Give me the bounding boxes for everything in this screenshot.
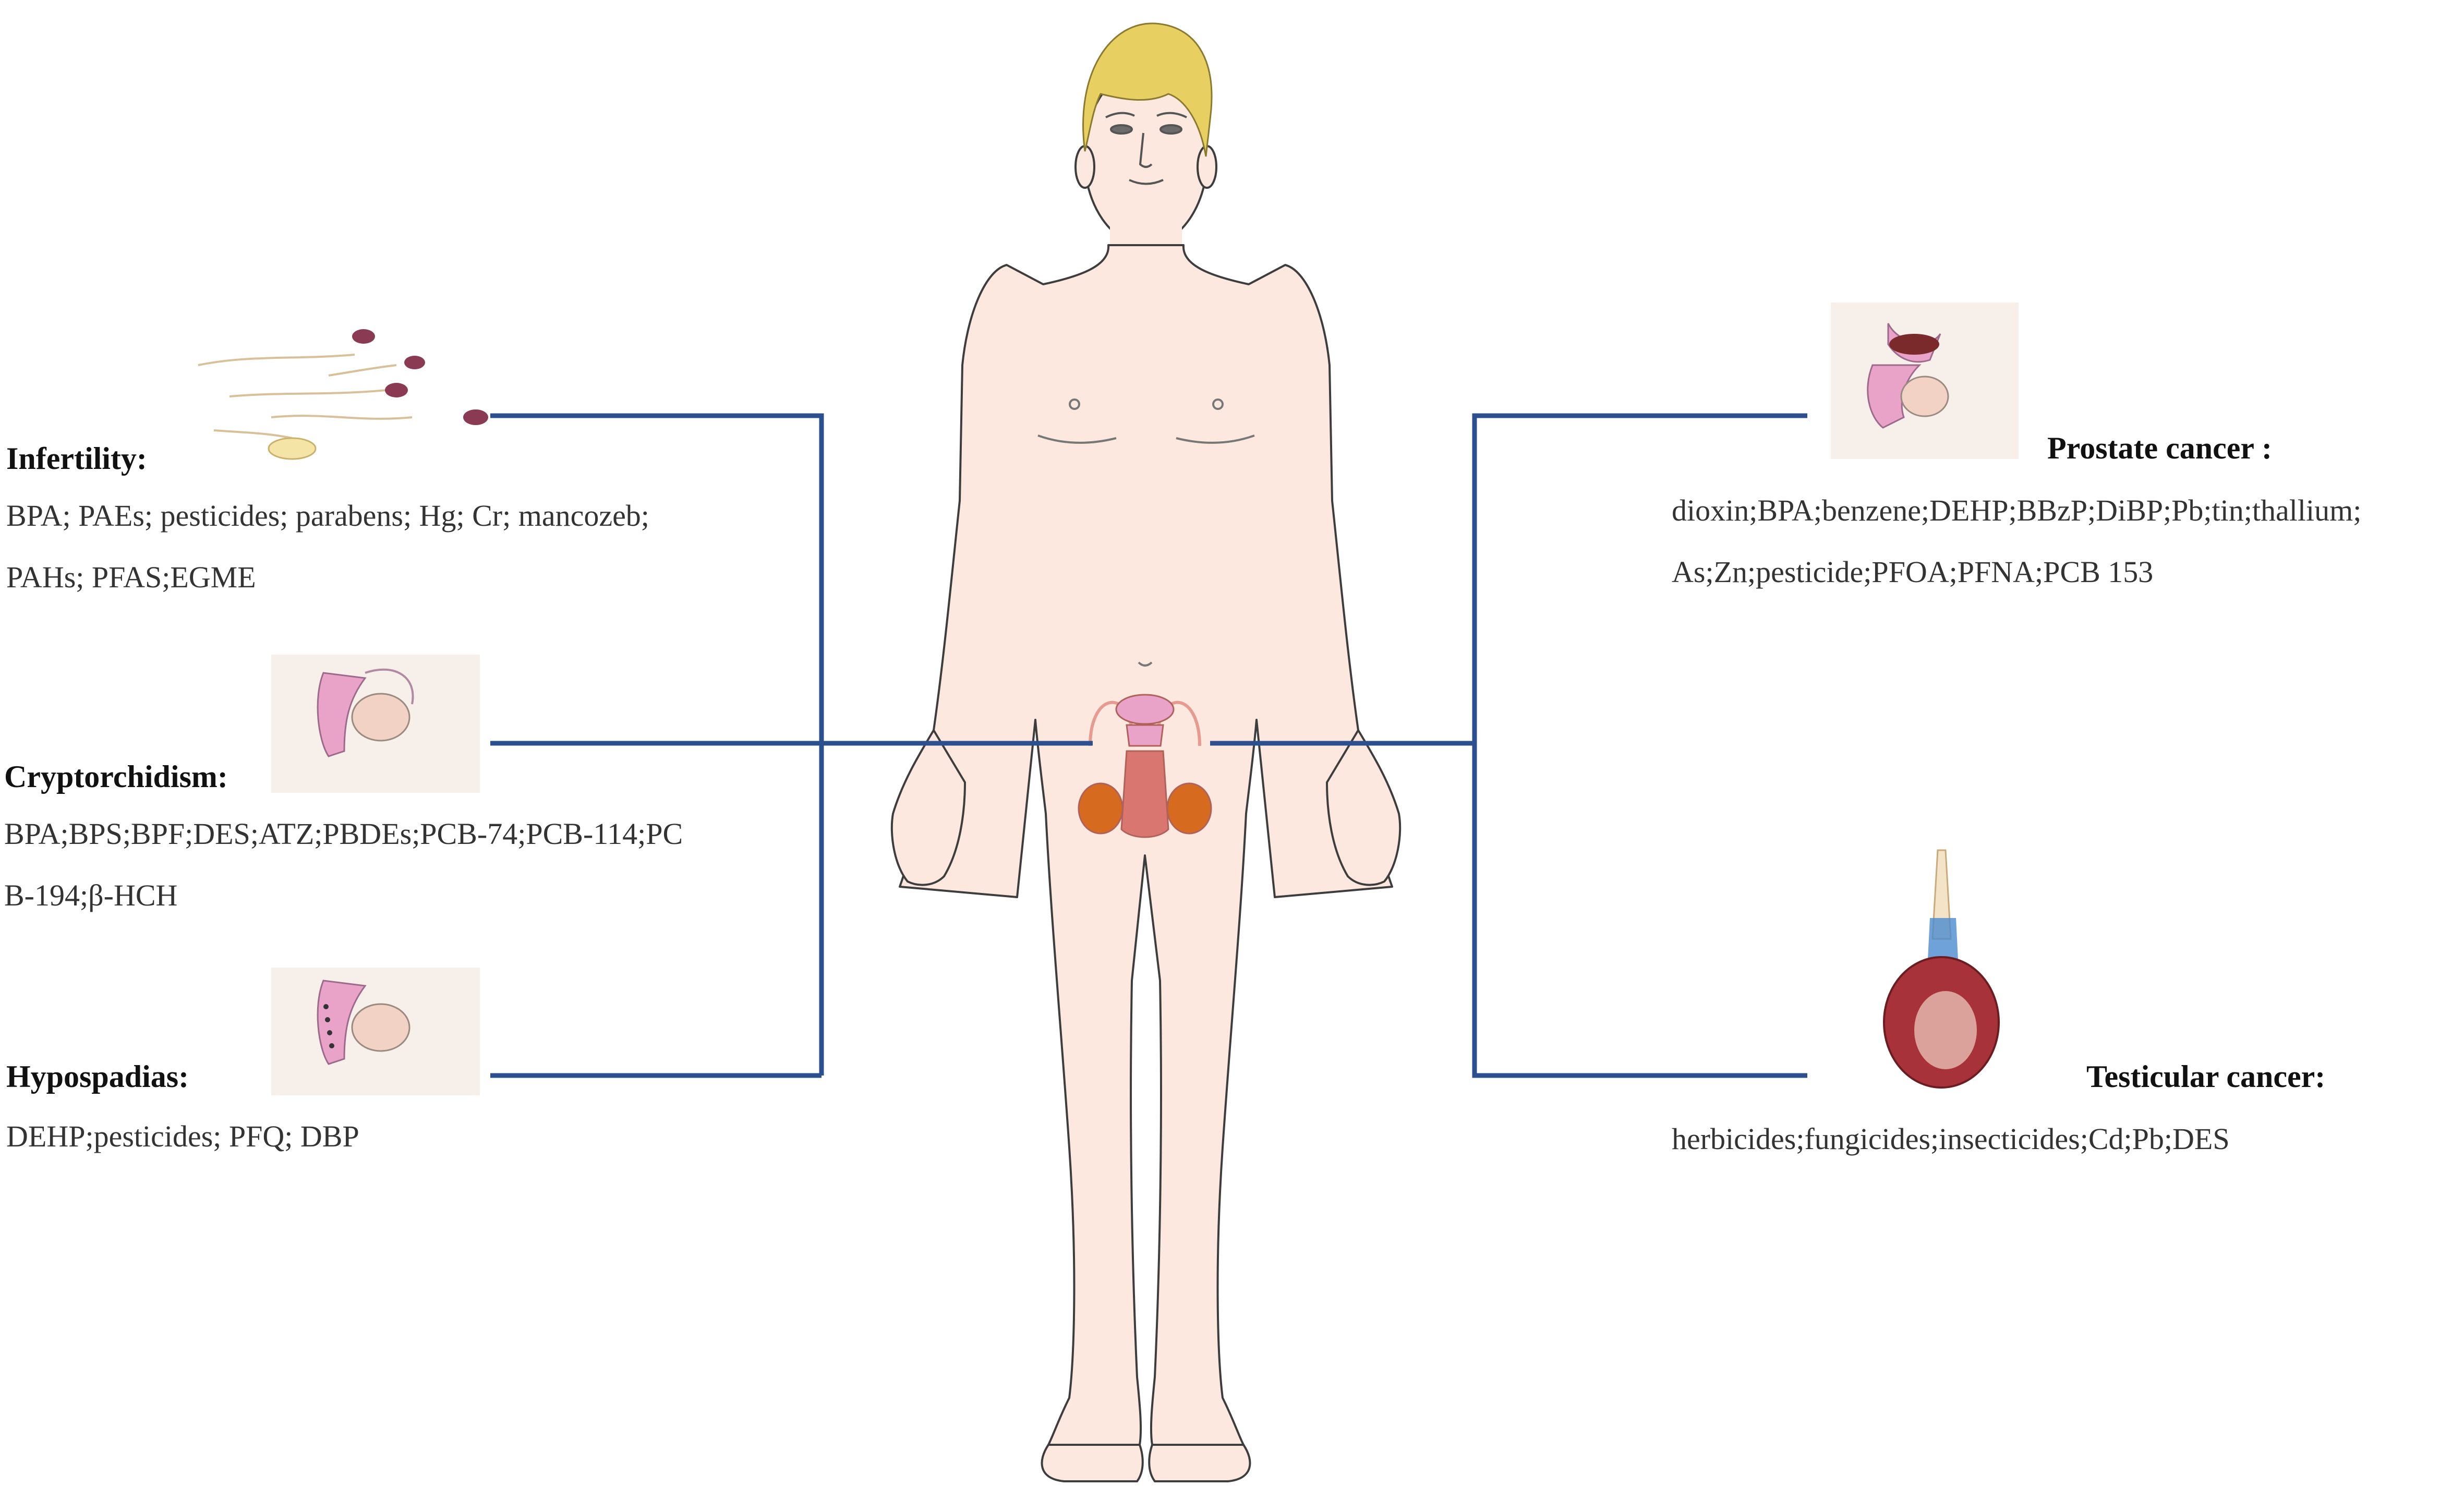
hypospadias-line-1: DEHP;pesticides; PFQ; DBP — [6, 1119, 359, 1153]
testicular-cancer-chemicals: herbicides;fungicides;insecticides;Cd;Pb… — [1672, 1108, 2230, 1170]
hypospadias-anatomy-icon — [271, 968, 480, 1095]
prostate-cancer-line-1: dioxin;BPA;benzene;DEHP;BBzP;DiBP;Pb;tin… — [1672, 493, 2362, 527]
hypospadias-title: Hypospadias: — [6, 1059, 189, 1094]
cryptorchidism-title: Cryptorchidism: — [4, 759, 228, 794]
testicular-cancer-line-1: herbicides;fungicides;insecticides;Cd;Pb… — [1672, 1122, 2230, 1156]
infertility-title: Infertility: — [6, 441, 147, 476]
testicular-cancer-title: Testicular cancer: — [2086, 1059, 2326, 1094]
prostate-cancer-line-2: As;Zn;pesticide;PFOA;PFNA;PCB 153 — [1672, 555, 2154, 589]
sperm-cells-icon — [198, 329, 488, 460]
hypospadias-chemicals: DEHP;pesticides; PFQ; DBP — [6, 1106, 359, 1167]
infertility-chemicals: BPA; PAEs; pesticides; parabens; Hg; Cr;… — [6, 485, 649, 608]
cryptorchidism-line-2: B-194;β-HCH — [4, 878, 178, 912]
testis-anatomy-icon — [1883, 849, 2000, 1089]
connector-infertility — [490, 413, 824, 1076]
cryptorchidism-anatomy-icon — [271, 655, 480, 793]
prostate-cancer-chemicals: dioxin;BPA;benzene;DEHP;BBzP;DiBP;Pb;tin… — [1672, 480, 2361, 603]
cryptorchidism-line-1: BPA;BPS;BPF;DES;ATZ;PBDEs;PCB-74;PCB-114… — [4, 817, 683, 851]
human-body-figure — [890, 67, 1402, 1482]
connector-prostate — [1472, 413, 1807, 1078]
prostate-anatomy-icon — [1831, 303, 2019, 459]
reproductive-organs — [1078, 694, 1212, 838]
hair — [1082, 22, 1213, 157]
infertility-line-2: PAHs; PFAS;EGME — [6, 560, 256, 594]
chest-details — [1037, 398, 1255, 667]
face-features — [1105, 112, 1187, 185]
prostate-cancer-title: Prostate cancer : — [2047, 431, 2272, 465]
connector-lines — [490, 413, 1807, 1078]
cryptorchidism-chemicals: BPA;BPS;BPF;DES;ATZ;PBDEs;PCB-74;PCB-114… — [4, 803, 683, 926]
infertility-line-1: BPA; PAEs; pesticides; parabens; Hg; Cr;… — [6, 499, 649, 533]
